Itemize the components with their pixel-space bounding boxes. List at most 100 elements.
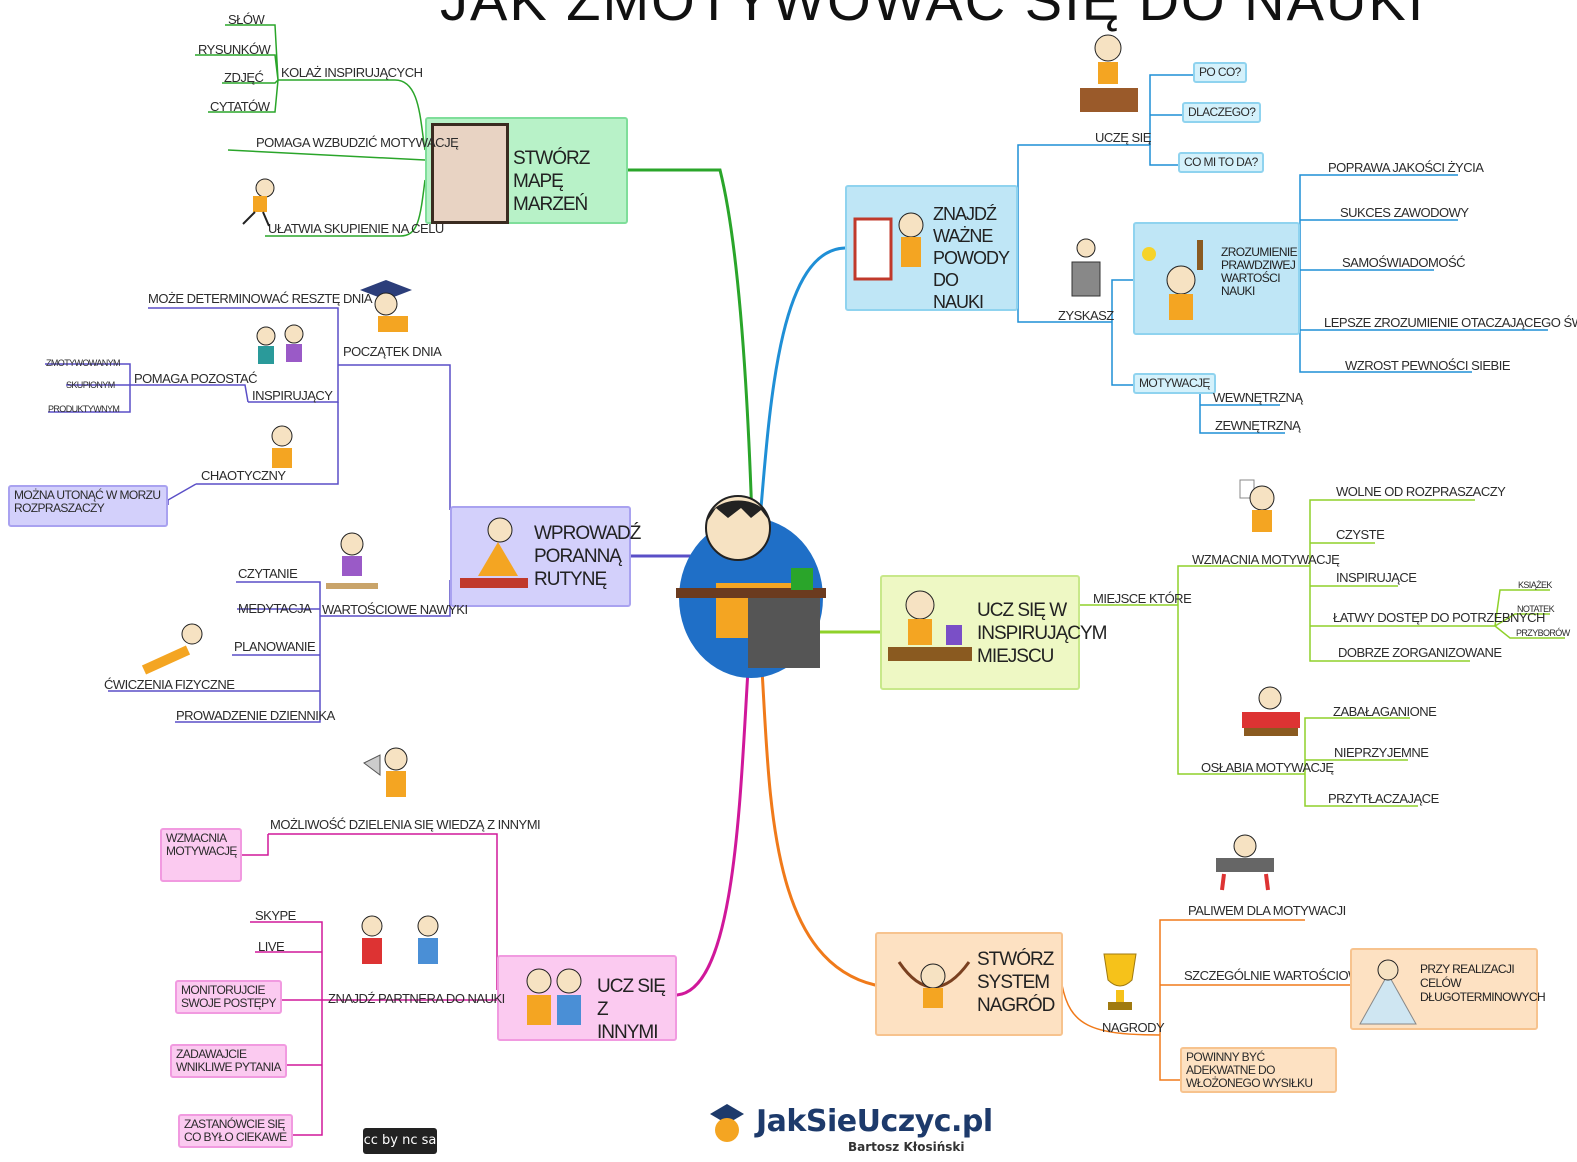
brand-logo-icon (710, 1104, 744, 1142)
talking-kids-icon (361, 915, 439, 964)
question-tag: PO CO? (1193, 62, 1247, 83)
helps-item: SKUPIONYM (66, 380, 115, 390)
collage-item: SŁÓW (228, 12, 265, 27)
trunk-magenta (675, 668, 750, 997)
trophy-icon (1103, 953, 1137, 1010)
place-trait: WOLNE OD ROZPRASZACZY (1336, 484, 1506, 499)
habit-item: MEDYTACJA (238, 601, 312, 616)
habit-item: PROWADZENIE DZIENNIKA (176, 708, 335, 723)
valuable-label: SZCZEGÓLNIE WARTOŚCIOWE (1184, 968, 1369, 983)
access-item: PRZYBORÓW (1516, 628, 1570, 638)
messy-desk-icon (1242, 686, 1300, 736)
license-badge: cc by nc sa (363, 1128, 437, 1154)
brand-name[interactable]: JakSieUczyc.pl (756, 1104, 993, 1139)
hammock-kid-icon (897, 961, 971, 1008)
node-reasons[interactable]: ZNAJDŹ WAŻNE POWODY DO NAUKI (845, 185, 1018, 312)
strengthens-tag: WZMACNIA MOTYWACJĘ (160, 828, 242, 882)
checklist-icon (853, 212, 924, 281)
motivation-type: ZEWNĘTRZNĄ (1215, 418, 1301, 433)
place-trait-negative: NIEPRZYJEMNE (1334, 745, 1429, 760)
jetpack-kid-icon (1216, 834, 1274, 891)
node-true-value[interactable]: ZROZUMIENIE PRAWDZIWEJ WARTOŚCI NAUKI (1133, 222, 1300, 335)
place-trait-negative: PRZYTŁACZAJĄCE (1328, 791, 1439, 806)
habit-item: PLANOWANIE (234, 639, 316, 654)
juggling-kid-icon (271, 425, 293, 468)
trunk-blue (758, 246, 847, 522)
calculator-icon (1071, 238, 1101, 297)
page-title: JAK ZMOTYWOWAĆ SIĘ DO NAUKI (440, 0, 1426, 32)
two-kids-icon (526, 968, 582, 1025)
long-term-label: PRZY REALIZACJI CELÓW DŁUGOTERMINOWYCH (1420, 962, 1546, 1004)
partner-tag: ZADAWAJCIE WNIKLIWE PYTANIA (170, 1044, 287, 1078)
benefit-item: POPRAWA JAKOŚCI ŻYCIA (1328, 160, 1484, 175)
learn-label: UCZĘ SIĘ (1095, 130, 1151, 145)
distraction-tag: MOŻNA UTONĄĆ W MORZU ROZPRASZACZY (8, 485, 168, 527)
center-illustration (676, 488, 826, 680)
inspiring-label: INSPIRUJĄCY (252, 388, 333, 403)
place-label: MIEJSCE KTÓRE (1093, 591, 1192, 606)
habit-item: ĆWICZENIA FIZYCZNE (104, 677, 235, 692)
node-learn-with-others[interactable]: UCZ SIĘ Z INNYMI (497, 955, 677, 1043)
node-dream-map[interactable]: STWÓRZ MAPĘ MARZEŃ (425, 117, 628, 224)
node-inspiring-place-label: UCZ SIĘ W INSPIRUJĄCYM MIEJSCU (977, 600, 1107, 667)
node-reward-system-label: STWÓRZ SYSTEM NAGRÓD (977, 949, 1055, 1016)
weakens-label: OSŁABIA MOTYWACJĘ (1201, 760, 1334, 775)
node-morning-routine-label: WPROWADŹ PORANNĄ RUTYNĘ (534, 523, 641, 590)
node-learn-with-others-label: UCZ SIĘ Z INNYMI (597, 976, 666, 1043)
node-reward-system[interactable]: STWÓRZ SYSTEM NAGRÓD (875, 932, 1063, 1036)
collage-board-icon (431, 123, 509, 224)
place-trait-negative: ZABAŁAGANIONE (1333, 704, 1437, 719)
lightbulb-island-icon (1142, 240, 1203, 320)
adequate-tag: POWINNY BYĆ ADEKWATNE DO WŁOŻONEGO WYSIŁ… (1180, 1047, 1337, 1093)
partner-channel: SKYPE (255, 908, 296, 923)
strengthens-label: WZMACNIA MOTYWACJĘ (1192, 552, 1340, 567)
happy-kid-papers-icon (1239, 479, 1275, 532)
focus-label: UŁATWIA SKUPIENIE NA CELU (268, 221, 444, 236)
chaotic-label: CHAOTYCZNY (201, 468, 286, 483)
benefit-item: SAMOŚWIADOMOŚĆ (1342, 255, 1466, 270)
node-morning-routine[interactable]: WPROWADŹ PORANNĄ RUTYNĘ (450, 506, 641, 607)
exercising-kid-icon (141, 623, 203, 675)
place-trait: ŁATWY DOSTĘP DO POTRZEBNYCH (1333, 610, 1545, 625)
node-long-term-goals[interactable]: PRZY REALIZACJI CELÓW DŁUGOTERMINOWYCH (1350, 948, 1546, 1030)
helps-label: POMAGA POZOSTAĆ (134, 371, 258, 386)
habits-label: WARTOŚCIOWE NAWYKI (322, 602, 468, 617)
helps-item: PRODUKTYWNYM (48, 404, 120, 414)
collage-label: KOLAŻ INSPIRUJĄCYCH (281, 65, 423, 80)
access-item: NOTATEK (1517, 604, 1555, 614)
node-reasons-label: ZNAJDŹ WAŻNE POWODY DO NAUKI (933, 204, 1010, 312)
place-trait: DOBRZE ZORGANIZOWANE (1338, 645, 1502, 660)
author-name: Bartosz Kłosiński (848, 1140, 965, 1154)
cheering-kids-icon (256, 324, 304, 364)
place-trait: CZYSTE (1336, 527, 1385, 542)
benefit-item: WZROST PEWNOŚCI SIEBIE (1345, 358, 1511, 373)
node-true-value-label: ZROZUMIENIE PRAWDZIWEJ WARTOŚCI NAUKI (1221, 245, 1298, 298)
fuel-label: PALIWEM DLA MOTYWACJI (1188, 903, 1346, 918)
collage-item: RYSUNKÓW (198, 42, 271, 57)
day-start-label: POCZĄTEK DNIA (343, 344, 442, 359)
motivation-label: POMAGA WZBUDZIĆ MOTYWACJĘ (256, 135, 459, 150)
partner-tag: MONITORUJCIE SWOJE POSTĘPY (175, 980, 282, 1014)
collage-item: ZDJĘĆ (224, 70, 264, 85)
summit-kid-icon (1359, 959, 1417, 1025)
trunk-orange (760, 668, 877, 987)
running-kid-icon (242, 178, 275, 227)
partner-channel: LIVE (258, 939, 285, 954)
trunk-green (626, 168, 754, 522)
meditating-kid-icon (326, 532, 378, 589)
question-tag: DLACZEGO? (1182, 102, 1262, 123)
yoga-kid-icon (460, 517, 528, 588)
habit-item: CZYTANIE (238, 566, 298, 581)
motivation-tag: MOTYWACJĘ (1133, 373, 1216, 394)
question-tag: CO MI TO DA? (1178, 152, 1264, 173)
place-trait: INSPIRUJĄCE (1336, 570, 1417, 585)
gain-label: ZYSKASZ (1058, 308, 1114, 323)
partner-tag: ZASTANÓWCIE SIĘ CO BYŁO CIEKAWE (178, 1114, 293, 1148)
sharing-label: MOŻLIWOŚĆ DZIELENIA SIĘ WIEDZĄ Z INNYMI (270, 817, 541, 832)
node-dream-map-label: STWÓRZ MAPĘ MARZEŃ (513, 148, 590, 215)
rewards-label: NAGRODY (1102, 1020, 1165, 1035)
node-inspiring-place[interactable]: UCZ SIĘ W INSPIRUJĄCYM MIEJSCU (880, 575, 1107, 690)
access-item: KSIĄŻEK (1518, 580, 1552, 590)
helps-item: ZMOTYWOWANYM (46, 358, 121, 368)
